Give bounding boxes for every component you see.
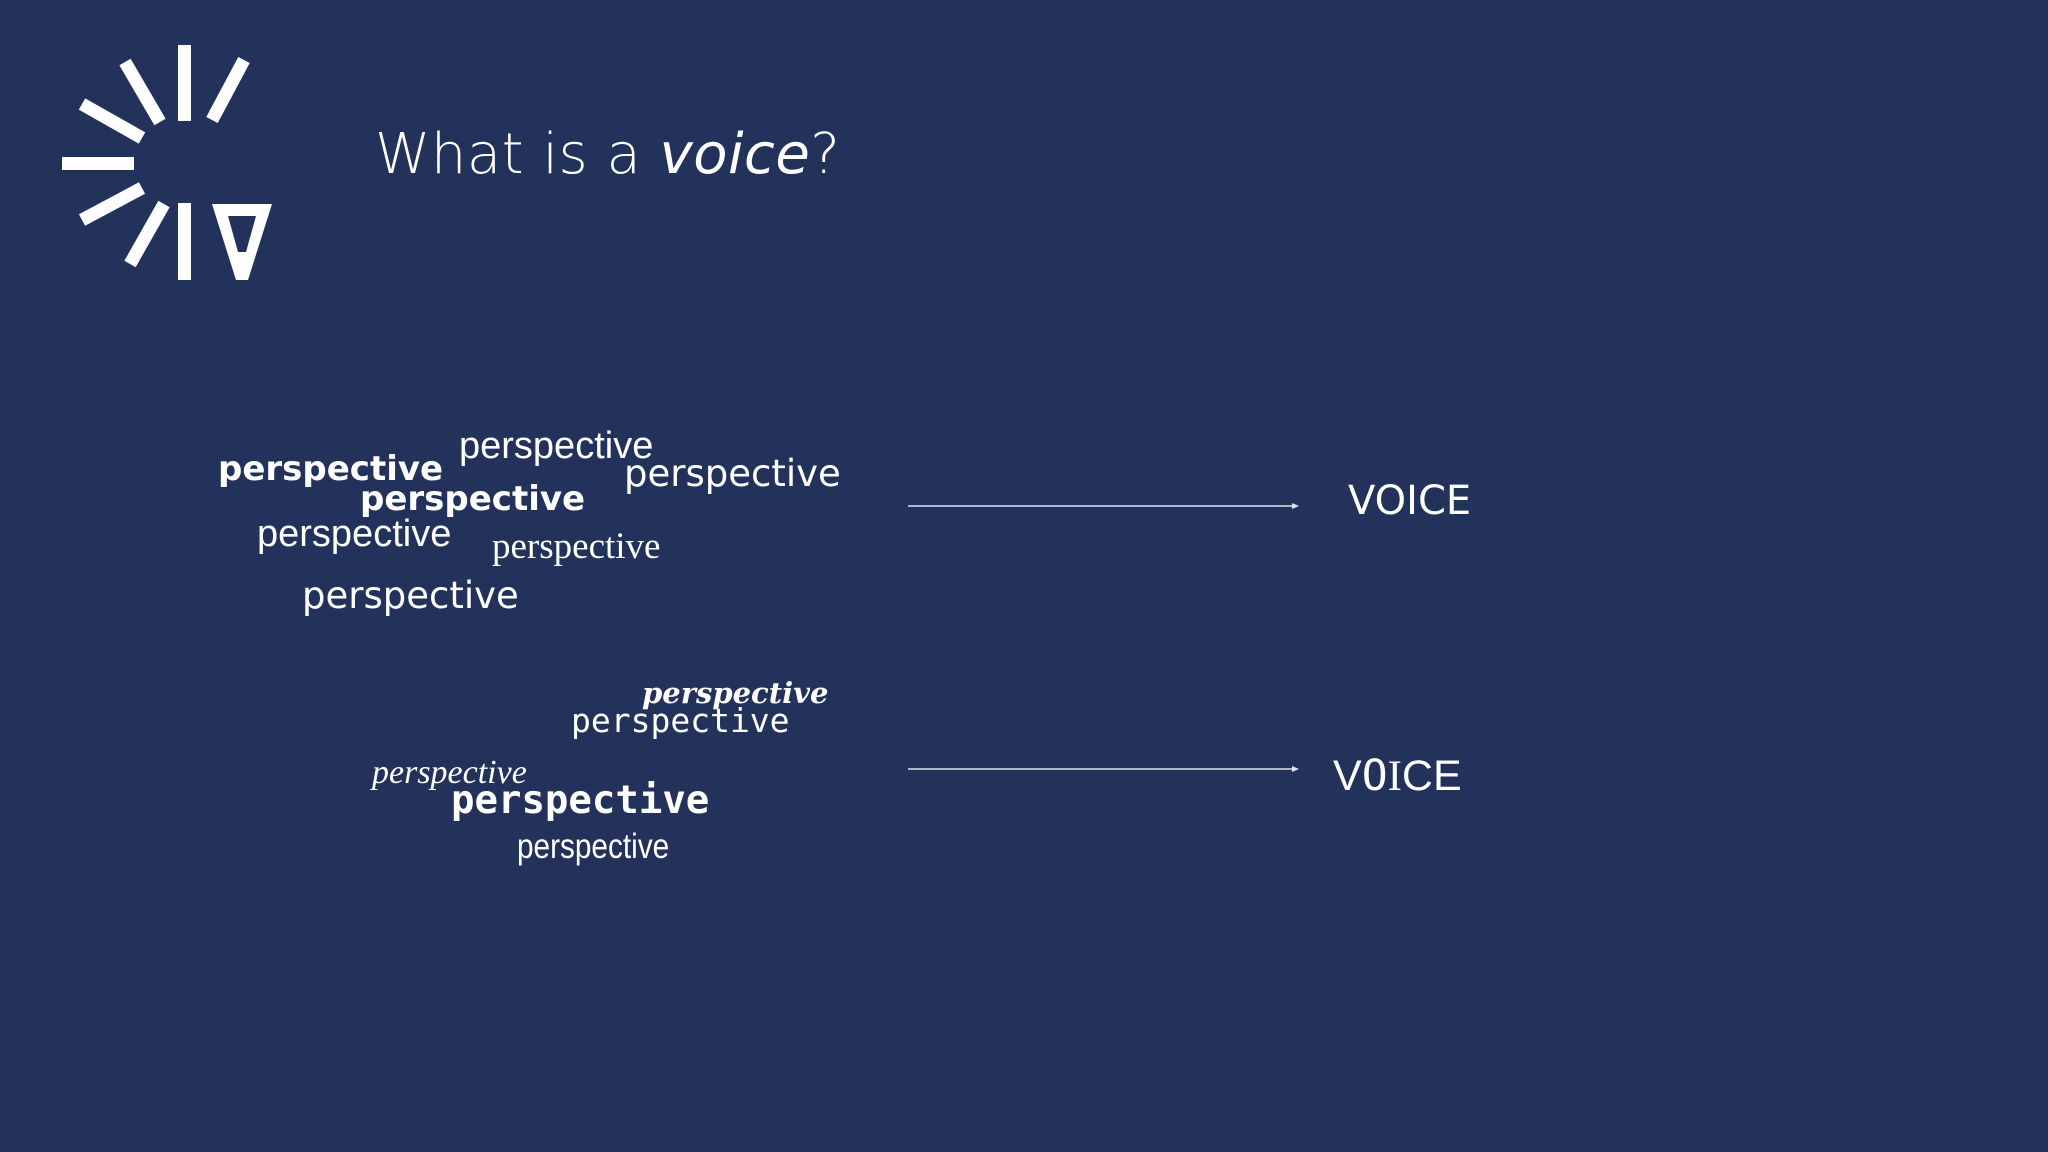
voice-label-uniform: VOICE xyxy=(1348,478,1472,524)
perspective-word: perspective xyxy=(360,479,586,519)
arrow-2 xyxy=(908,766,1299,772)
logo-ray xyxy=(178,203,191,280)
perspective-word: perspective xyxy=(624,452,841,495)
perspective-word: perspective xyxy=(642,676,829,710)
perspective-word: perspective xyxy=(218,449,444,489)
logo-ray xyxy=(78,98,146,144)
voice-letter: V xyxy=(1333,752,1362,800)
perspective-word: perspective xyxy=(257,513,452,555)
perspective-word: perspective xyxy=(492,526,661,567)
logo-ray xyxy=(62,157,134,170)
perspective-word: perspective xyxy=(451,778,710,823)
title-text-post: ? xyxy=(810,122,841,187)
voice-letter: O xyxy=(1361,751,1388,801)
perspective-word: perspective xyxy=(372,754,527,791)
arrow-1 xyxy=(908,503,1299,509)
perspective-word: perspective xyxy=(302,574,519,617)
title-text-em: voice xyxy=(659,122,811,187)
perspective-word: perspective xyxy=(459,425,654,467)
logo-ray xyxy=(119,58,166,126)
voice-letter: I xyxy=(1387,753,1402,800)
page-title: What is a voice? xyxy=(375,127,841,183)
voice-letter: CE xyxy=(1401,752,1462,800)
perspective-word: perspective xyxy=(517,827,670,866)
perspective-word: perspective xyxy=(571,701,790,740)
voice-label-varied: VOICE xyxy=(1333,752,1462,800)
title-text-pre: What is a xyxy=(375,122,660,187)
logo-letter-a xyxy=(212,204,272,280)
logo-ray xyxy=(178,45,191,121)
ai-logo-icon xyxy=(62,45,272,280)
logo-ray xyxy=(78,182,146,226)
logo-ray xyxy=(124,200,170,268)
logo-ray xyxy=(206,56,250,124)
